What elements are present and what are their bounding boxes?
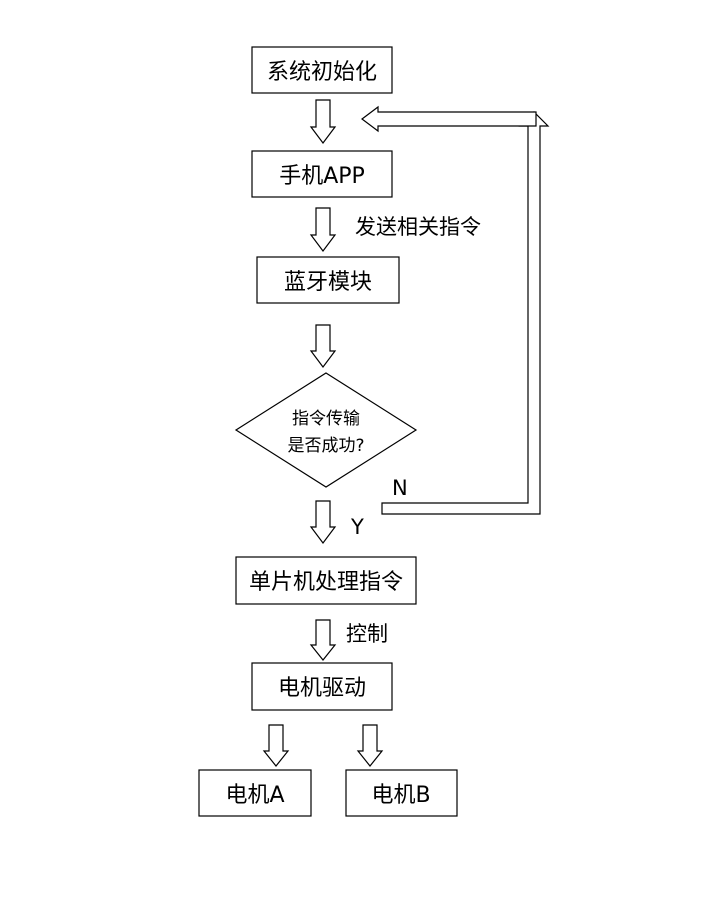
bluetooth-node: 蓝牙模块 bbox=[256, 256, 400, 304]
return-left-arrow bbox=[361, 105, 537, 133]
down-arrow bbox=[309, 207, 337, 252]
decision-label-line1: 指令传输 bbox=[292, 409, 360, 429]
feedback-loop-arrow bbox=[381, 111, 550, 515]
mcu-node: 单片机处理指令 bbox=[235, 556, 417, 605]
app-label: 手机APP bbox=[279, 164, 365, 189]
no-label: N bbox=[392, 476, 408, 500]
motor-a-node: 电机A bbox=[198, 769, 312, 817]
mcu-label: 单片机处理指令 bbox=[249, 570, 403, 595]
down-arrow bbox=[309, 324, 337, 368]
decision-label-line2: 是否成功? bbox=[287, 436, 364, 456]
driver-node: 电机驱动 bbox=[251, 662, 393, 711]
down-arrow bbox=[262, 724, 290, 767]
yes-label: Y bbox=[350, 515, 364, 539]
down-arrow bbox=[309, 99, 337, 144]
motor-b-label: 电机B bbox=[371, 783, 430, 808]
app-node: 手机APP bbox=[251, 150, 393, 198]
down-arrow bbox=[309, 500, 337, 544]
down-arrow bbox=[309, 619, 337, 661]
init-node: 系统初始化 bbox=[251, 46, 393, 94]
motor-b-node: 电机B bbox=[345, 769, 458, 817]
driver-label: 电机驱动 bbox=[278, 676, 366, 701]
control-label: 控制 bbox=[346, 622, 388, 646]
init-label: 系统初始化 bbox=[267, 60, 377, 85]
decision-node: 指令传输 是否成功? bbox=[234, 372, 418, 488]
down-arrow bbox=[356, 724, 384, 767]
bluetooth-label: 蓝牙模块 bbox=[284, 270, 372, 295]
send-label: 发送相关指令 bbox=[355, 215, 481, 239]
motor-a-label: 电机A bbox=[225, 783, 284, 808]
